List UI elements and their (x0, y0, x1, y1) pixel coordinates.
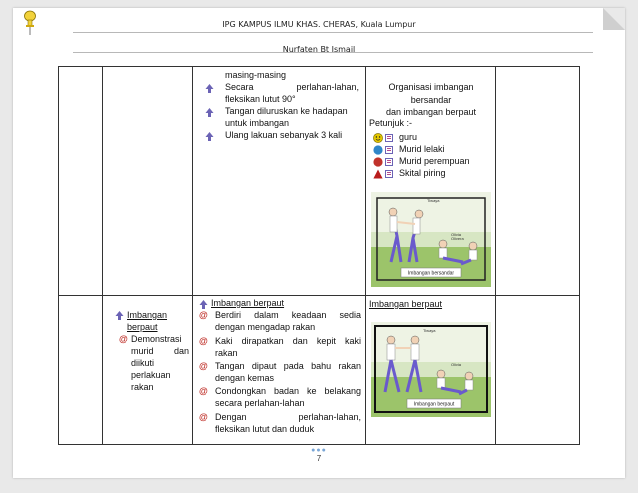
red-triangle-icon (373, 169, 383, 179)
step-text: Berdiri dalam keadaan sedia (215, 310, 361, 320)
at-bullet-icon: @ (199, 310, 208, 320)
image-label: Tiwaya (423, 328, 436, 333)
image-caption: Imbangan berpaut (414, 402, 455, 408)
row-divider (59, 295, 579, 296)
smiley-face-icon (373, 133, 383, 143)
header-divider-2 (73, 52, 593, 53)
image-label: Olivia (451, 362, 462, 367)
step-text: Tangan dipaut pada bahu rakan (215, 361, 361, 371)
arrow-bullet-icon (205, 84, 214, 93)
legend-label: Murid perempuan (399, 156, 470, 166)
push-pin-icon (24, 10, 36, 35)
list-bullet-icon (385, 146, 393, 154)
step-text: Kaki dirapatkan dan kepit kaki (215, 336, 361, 346)
at-bullet-icon: @ (199, 412, 208, 422)
page-footer: ●●● 7 (13, 447, 625, 463)
arrow-bullet-icon (115, 311, 124, 320)
step-text: fleksikan lutut dan duduk (215, 424, 315, 434)
activity-title: Imbangan berpaut (211, 298, 285, 308)
image-label: Olivia (451, 232, 462, 237)
at-bullet-icon: @ (199, 386, 208, 396)
activity-step: diikuti (131, 358, 155, 368)
legend-label: guru (399, 132, 418, 142)
header-divider (73, 32, 593, 33)
list-bullet-icon (385, 170, 393, 178)
blue-circle-icon (373, 145, 383, 155)
step-text: dengan mengadap rakan (215, 322, 316, 332)
activity-step: perlakuan (131, 370, 171, 380)
image-section-title: Imbangan berpaut (369, 299, 443, 309)
at-bullet-icon: @ (199, 336, 208, 346)
activity-title: berpaut (127, 322, 158, 332)
at-bullet-icon: @ (119, 334, 128, 344)
step-text: Tangan diluruskan ke hadapan (225, 106, 348, 116)
column-divider (365, 67, 366, 444)
arrow-bullet-icon (199, 300, 208, 309)
step-text: rakan (215, 348, 238, 358)
red-circle-icon (373, 157, 383, 167)
list-bullet-icon (385, 158, 393, 166)
document-page: IPG KAMPUS ILMU KHAS. CHERAS, Kuala Lump… (13, 8, 625, 478)
header-author: Nurfaten Bt Ismail (282, 45, 356, 54)
organisation-title: Organisasi imbangan bersandar dan imbang… (385, 82, 477, 118)
page-number: 7 (316, 454, 322, 463)
activity-step: rakan (131, 382, 154, 392)
legend-label: Murid lelaki (399, 144, 445, 154)
activity-step: Demonstrasi (131, 334, 182, 344)
column-divider (495, 67, 496, 444)
column-divider (192, 67, 193, 444)
activity-title: Imbangan (127, 310, 168, 320)
legend-title: Petunjuk :- (369, 118, 413, 128)
step-text: dengan kemas (215, 373, 275, 383)
list-bullet-icon (385, 134, 393, 142)
step-text: secara perlahan-lahan (215, 398, 305, 408)
continuation-text: masing-masing (225, 70, 287, 80)
header-institution: IPG KAMPUS ILMU KHAS. CHERAS, Kuala Lump… (222, 20, 416, 29)
imbangan-berpaut-illustration: Tiwaya Olivia Imbangan berpaut (371, 322, 491, 417)
page-header: IPG KAMPUS ILMU KHAS. CHERAS, Kuala Lump… (13, 20, 625, 54)
image-label: Tiwaya (427, 198, 440, 203)
image-label: Olivera (451, 236, 464, 241)
step-text: untuk imbangan (225, 118, 290, 128)
at-bullet-icon: @ (199, 361, 208, 371)
legend-label: Skital piring (399, 168, 446, 178)
step-text: fleksikan lutut 90° (225, 94, 296, 104)
imbangan-bersandar-illustration: Tiwaya Olivia Olivera Imbangan bersandar (371, 192, 491, 287)
step-text: Ulang lakuan sebanyak 3 kali (225, 130, 343, 140)
footer-ornament-icon: ●●● (311, 447, 327, 454)
arrow-bullet-icon (205, 108, 214, 117)
page-curl (603, 8, 625, 30)
image-caption: Imbangan bersandar (408, 271, 454, 277)
arrow-bullet-icon (205, 132, 214, 141)
step-text: Condongkan badan ke belakang (215, 386, 361, 396)
column-divider (102, 67, 103, 444)
